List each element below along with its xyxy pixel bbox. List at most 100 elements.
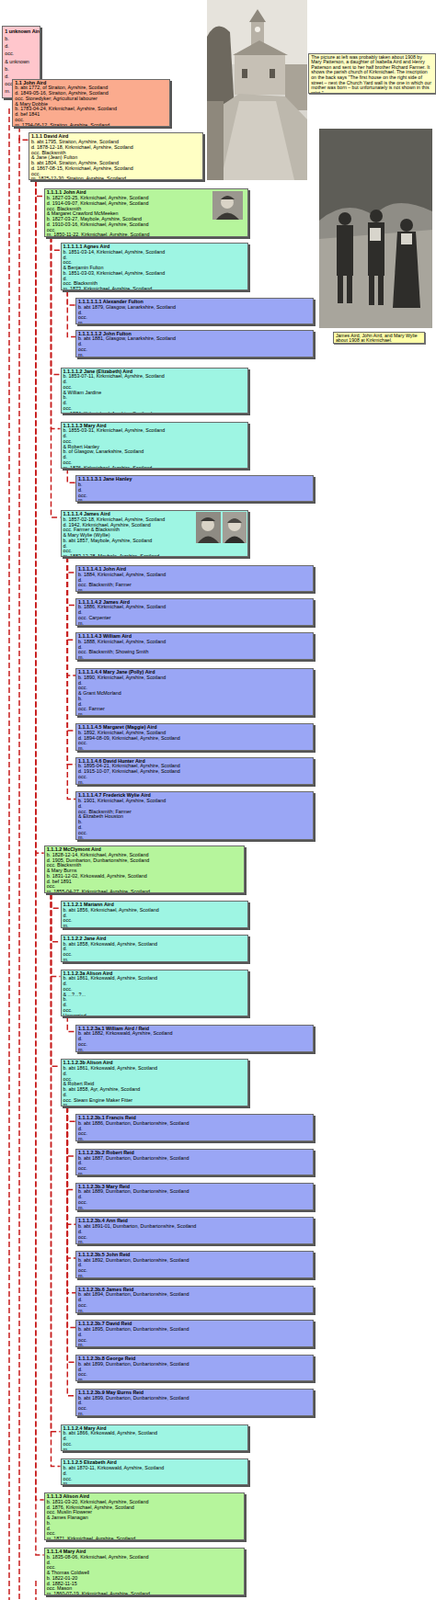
person-detail: occ.: [78, 493, 311, 500]
person-detail: d. 1849-05-16, Straiton, Ayrshire, Scotl…: [14, 91, 168, 97]
person-name: 1.1.1.1.4.4 Mary Jane (Polly) Aird: [78, 670, 311, 677]
person-detail: m.: [78, 498, 311, 503]
descent-line: [51, 237, 61, 430]
person-detail: b. abt 1861, Kirkoswald, Ayrshire, Scotl…: [63, 976, 246, 983]
person-box: 1.1.1.2.3a Alison Airdb. abt 1861, Kirko…: [60, 970, 249, 1018]
descent-line: [67, 469, 76, 484]
person-detail: b. 1831-03-20, Kirkmichael, Ayrshire, Sc…: [46, 1501, 243, 1507]
person-box: 1.1.1 David Airdb. abt 1795, Straiton, A…: [28, 132, 204, 181]
person-detail: b. 1853-07-11, Kirkmichael, Ayrshire, Sc…: [63, 374, 246, 380]
person-detail: d.: [78, 1161, 311, 1168]
person-detail: m.: [78, 1412, 311, 1418]
person-detail: b. of Glasgow, Lanarkshire, Scotland: [63, 449, 246, 456]
descent-line: [51, 894, 61, 909]
descent-line: [67, 557, 76, 677]
person-detail: m. 1873, Kirkmichael, Ayrshire, Scotland: [63, 286, 246, 291]
person-detail: d. 1910-03-16, Kirkmichael, Ayrshire, Sc…: [46, 222, 246, 229]
person-detail: occ.: [78, 315, 311, 322]
person-detail: occ.: [63, 987, 246, 994]
person-detail: b. 1890, Kirkmichael, Ayrshire, Scotland: [78, 676, 311, 682]
person-detail: d.: [46, 1561, 243, 1568]
person-box: 1.1.1.1.4.5 Margaret (Maggie) Airdb. 189…: [75, 723, 314, 752]
person-detail: occ.: [4, 49, 38, 58]
person-detail: m.: [63, 958, 246, 964]
person-detail: d.: [78, 681, 311, 688]
person-detail: m. 1871, Kirkmichael, Ayrshire, Scotland: [46, 1537, 243, 1542]
person-detail: & unknown: [4, 57, 38, 66]
person-detail: occ.: [78, 1304, 311, 1310]
person-detail: m. 1850-11-22, Kirkmichael, Ayrshire, Sc…: [46, 232, 246, 237]
person-detail: m. 1794-06-12, Straiton, Ayrshire, Scotl…: [14, 123, 168, 127]
person-box: 1.1.1.2.3b.7 David Reidb. abt 1895, Dumb…: [75, 1320, 314, 1349]
person-detail: d. 1882-11-15: [46, 1583, 243, 1589]
person-detail: m.: [78, 1206, 311, 1212]
person-detail: b. abt 1881, Glasgow, Lanarkshire, Scotl…: [78, 336, 311, 343]
descent-line: [67, 1108, 76, 1330]
descent-line: [67, 1108, 76, 1227]
person-detail: d.: [78, 1333, 311, 1340]
descent-line: [67, 1108, 76, 1192]
person-detail: b. 1884, Kirkmichael, Ayrshire, Scotland: [78, 573, 311, 579]
person-detail: d.: [63, 1072, 246, 1079]
person-box: 1.1.1.1.4.3 William Airdb. 1888, Kirkmic…: [75, 632, 314, 661]
person-detail: occ.: [78, 1167, 311, 1173]
person-box: 1.1.1.2.3a.1 William Aird / Reidb. abt 1…: [75, 1025, 314, 1054]
person-detail: b. abt 1858, Kirkoswald, Ayrshire, Scotl…: [63, 942, 246, 949]
descent-line: [67, 557, 76, 574]
person-detail: d. 1894-08-09, Kirkmichael, Ayrshire, Sc…: [78, 736, 311, 743]
person-box: 1.1.1.1.4.7 Frederick Wylie Airdb. 1901,…: [75, 791, 314, 840]
person-box: 1.1.1.3 Alison Airdb. 1831-03-20, Kirkmi…: [44, 1493, 246, 1542]
person-detail: d.: [78, 610, 311, 617]
person-detail: occ.: [63, 1443, 246, 1449]
person-box: 1.1.1.1.4.2 James Airdb. 1886, Kirkmicha…: [75, 598, 314, 627]
descent-line: [67, 1017, 76, 1033]
person-detail: b. 1851-03-14, Kirkmichael, Ayrshire, Sc…: [63, 250, 246, 256]
person-detail: occ.: [78, 775, 311, 781]
person-detail: Unmarried.: [63, 1014, 246, 1018]
person-detail: d. 1915-10-07, Kirkmichael, Ayrshire, Sc…: [78, 769, 311, 776]
person-detail: b.: [4, 65, 38, 73]
person-detail: d. 1878-12-18, Kirkmichael, Ayrshire, Sc…: [31, 145, 201, 151]
person-detail: occ.: [78, 741, 311, 747]
person-detail: occ.: [63, 952, 246, 959]
person-detail: d.: [63, 379, 246, 386]
person-detail: b. abt 1879, Glasgow, Lanarkshire, Scotl…: [78, 305, 311, 311]
person-detail: m. 1874, Kirkmichael, Ayrshire, Scotland: [63, 412, 246, 414]
descent-line: [67, 1108, 76, 1365]
person-detail: m.: [78, 353, 311, 358]
person-detail: m. 1855-04-27, Kirkmichael, Ayrshire, Sc…: [46, 890, 243, 895]
descent-line: [67, 1108, 76, 1158]
person-detail: occ. Stonedyker; Agricultural labourer: [14, 96, 168, 103]
person-detail: & Elizabeth Houston: [78, 814, 311, 821]
descent-line: [35, 181, 45, 1503]
person-detail: James Aird, John Aird, and Mary Wylie ab…: [335, 333, 423, 345]
descent-line: [51, 894, 61, 942]
person-detail: d.: [63, 914, 246, 920]
person-detail: m.: [78, 1137, 311, 1143]
person-box: 1.1.1.2.3b.3 Mary Reidb. abt 1889, Dumba…: [75, 1183, 314, 1212]
person-detail: b. abt 1856, Kirkmichael, Ayrshire, Scot…: [63, 908, 246, 915]
person-detail: b. abt 1804, Straiton, Ayrshire, Scotlan…: [31, 160, 201, 167]
person-box: 1.1.1.1.4.1 John Airdb. 1884, Kirkmichae…: [75, 565, 314, 593]
person-detail: m.: [78, 1378, 311, 1383]
person-detail: b. 1901, Kirkmichael, Ayrshire, Scotland: [78, 799, 311, 805]
person-box: 1.1 John Airdb. abt 1772, of Straiton, A…: [11, 79, 171, 127]
person-detail: d.: [78, 342, 311, 348]
person-name: 1.1.1.1.4.5 Margaret (Maggie) Aird: [78, 725, 311, 732]
person-detail: m.: [78, 712, 311, 717]
portrait-thumbnail: [195, 512, 221, 544]
person-detail: & ...?...?...: [63, 993, 246, 999]
person-detail: b. abt 1866, Kirkoswald, Ayrshire, Scotl…: [63, 1432, 246, 1438]
person-detail: m.: [78, 836, 311, 840]
person-detail: m.: [78, 780, 311, 786]
person-box: 1.1.1.1.1.1 Alexander Fultonb. abt 1879,…: [75, 298, 314, 325]
person-detail: b. abt 1889, Dumbarton, Dunbartonshire, …: [78, 1190, 311, 1196]
person-name: 1.1.1.2.3b.2 Robert Reid: [78, 1151, 311, 1158]
trunk-line: [18, 137, 21, 1600]
person-detail: b. 1851-03-03, Kirkmichael, Ayrshire, Sc…: [63, 271, 246, 277]
person-detail: occ.: [63, 1009, 246, 1015]
person-box: 1.1.1.1.3.1 Jane Hanleyb.d.occ.m.: [75, 475, 314, 503]
person-detail: d.: [63, 544, 246, 551]
person-name: 1.1.1.1.4.1 John Aird: [78, 567, 311, 574]
